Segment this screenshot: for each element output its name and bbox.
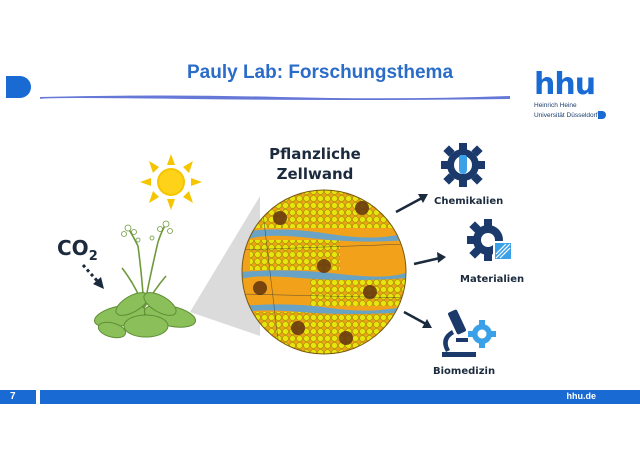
- plant-illustration: [93, 220, 197, 339]
- output-label-materialien: Materialien: [460, 274, 525, 285]
- arrow-materialien: [413, 256, 441, 266]
- page-number: 7: [10, 391, 16, 402]
- co2-subscript: 2: [88, 249, 98, 264]
- arrow-biomedizin: [403, 310, 427, 326]
- footer-bar: [0, 390, 640, 404]
- logo-dot: [598, 111, 606, 119]
- co2-arrow-icon: [81, 263, 104, 289]
- footer-site: hhu.de: [566, 391, 597, 401]
- slide-title: Pauly Lab: Forschungsthema: [186, 62, 454, 83]
- gear-material-icon: [467, 219, 513, 261]
- output-arrows: [395, 194, 446, 328]
- logo-line2: Universität Düsseldorf: [534, 112, 598, 119]
- output-label-chemikalien: Chemikalien: [434, 196, 504, 207]
- sun-icon: [140, 154, 202, 210]
- logo-line1: Heinrich Heine: [534, 102, 577, 109]
- cell-wall-label-line1: Pflanzliche: [269, 145, 361, 163]
- arrow-chemikalien: [395, 196, 423, 214]
- slide-corner-tab: [6, 76, 31, 98]
- title-underline: [40, 95, 510, 100]
- co2-main: CO: [57, 236, 89, 260]
- co2-label: CO2: [57, 236, 98, 264]
- hhu-logo: hhu Heinrich Heine Universität Düsseldor…: [534, 70, 598, 120]
- cell-wall-closeup: [241, 189, 407, 355]
- cell-wall-label-line2: Zellwand: [276, 165, 354, 183]
- cell-wall-label: Pflanzliche Zellwand: [245, 144, 385, 184]
- footer-number-box: [0, 390, 40, 404]
- output-label-biomedizin: Biomedizin: [433, 366, 496, 377]
- logo-mark: hhu: [534, 67, 596, 102]
- gear-flask-icon: [441, 143, 485, 187]
- microscope-gear-icon: [442, 309, 496, 357]
- zoom-cone: [190, 196, 260, 336]
